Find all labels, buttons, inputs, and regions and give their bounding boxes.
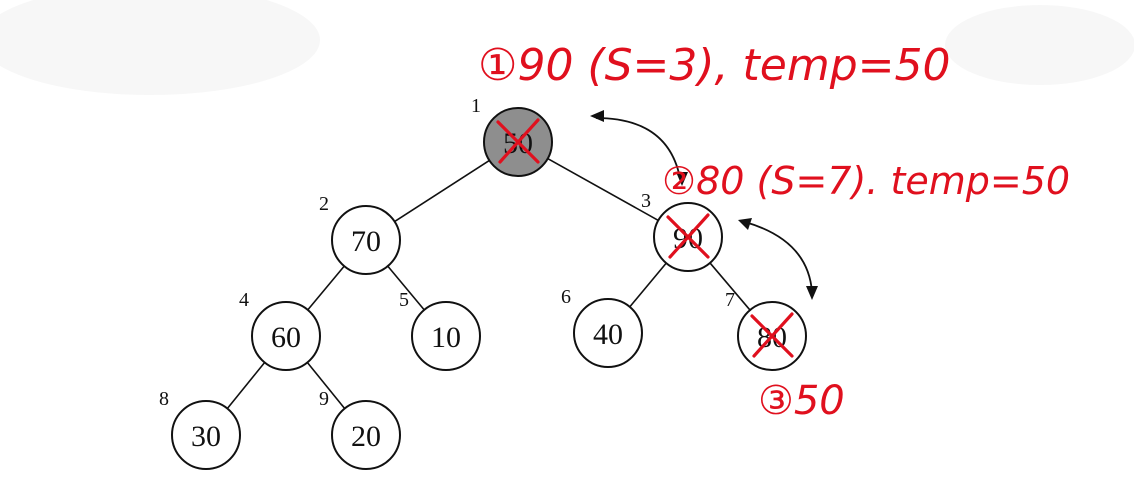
heap-node-4: 60 4 — [239, 289, 321, 371]
node-index-label: 4 — [239, 289, 249, 311]
heap-node-6: 40 6 — [561, 286, 643, 368]
node-index-label: 7 — [725, 289, 735, 311]
handwritten-marks — [496, 118, 794, 358]
heap-node-5: 10 5 — [399, 289, 481, 371]
swap-arrow-1-3 — [595, 117, 681, 179]
node-index-label: 8 — [159, 388, 169, 410]
node-index-label: 2 — [319, 193, 329, 215]
tree-edge-1-3 — [547, 157, 659, 222]
arrowhead-icon — [590, 110, 604, 122]
node-index-label: 6 — [561, 286, 571, 308]
node-value: 30 — [191, 420, 221, 453]
heap-node-8: 30 8 — [159, 388, 241, 470]
heap-node-2: 70 2 — [319, 193, 401, 275]
tree-edge-2-5 — [387, 265, 425, 311]
tree-edge-3-7 — [709, 262, 751, 311]
arrowhead-icon — [676, 172, 688, 186]
node-circle — [573, 298, 643, 368]
node-value: 70 — [351, 225, 381, 258]
node-value: 10 — [431, 321, 461, 354]
tree-edge-2-4 — [307, 265, 345, 311]
cross-mark-stroke — [498, 118, 540, 164]
background-smudges — [0, 0, 1134, 95]
swap-arrow-3-7 — [744, 221, 813, 293]
arrowhead-icon — [806, 286, 818, 300]
tree-edge-1-2 — [394, 159, 490, 223]
annotation-step1: ①90 (S=3), temp=50 — [478, 40, 950, 91]
node-circle — [251, 301, 321, 371]
node-circle — [331, 400, 401, 470]
cross-mark-stroke — [668, 213, 710, 259]
heap-node-9: 20 9 — [319, 388, 401, 470]
tree-edges — [226, 157, 751, 410]
node-value: 40 — [593, 318, 623, 351]
node-circle — [171, 400, 241, 470]
node-index-label: 9 — [319, 388, 329, 410]
node-index-label: 3 — [641, 190, 651, 212]
annotation-step2: ②80 (S=7). temp=50 — [662, 159, 1070, 203]
node-circle — [331, 205, 401, 275]
tree-edge-3-6 — [629, 262, 667, 308]
tree-edge-4-9 — [306, 361, 346, 410]
node-value: 60 — [271, 321, 301, 354]
tree-edge-4-8 — [226, 361, 266, 410]
node-value: 20 — [351, 420, 381, 453]
node-circle — [411, 301, 481, 371]
arrowhead-icon — [738, 218, 752, 230]
annotation-step3: ③50 — [758, 378, 845, 424]
cross-mark-stroke — [752, 312, 794, 358]
swap-arrows — [590, 110, 818, 300]
node-index-label: 5 — [399, 289, 409, 311]
node-index-label: 1 — [471, 95, 481, 117]
